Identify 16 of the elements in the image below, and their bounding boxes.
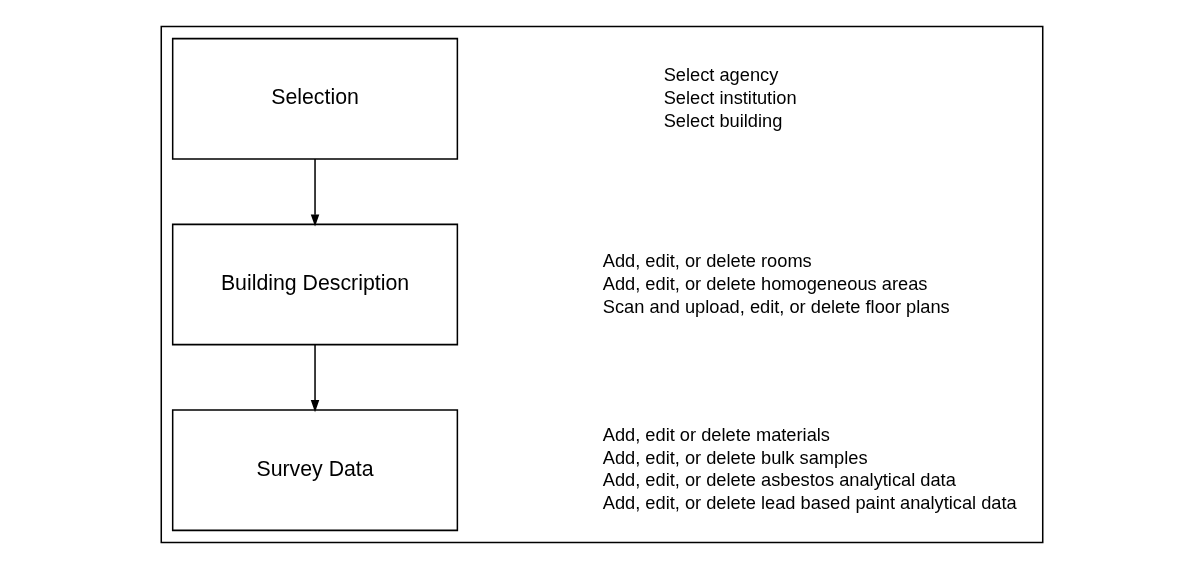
node-label: Add, edit, or delete bulk samples	[602, 446, 868, 468]
node-label: Add, edit or delete materials	[602, 423, 830, 445]
node-label: Select agency	[663, 64, 779, 86]
node-box: Building Description	[171, 223, 459, 346]
arrow	[310, 344, 320, 413]
node-label: Add, edit, or delete homogeneous areas	[602, 272, 928, 294]
node-box: Survey Data	[171, 409, 459, 532]
node-label: Add, edit, or delete asbestos analytical data	[602, 469, 956, 491]
node-label: Select building	[663, 110, 783, 132]
node-label: Add, edit, or delete lead based paint analytical data	[602, 492, 1017, 514]
arrow	[310, 158, 320, 227]
node-box: Selection	[171, 37, 459, 160]
node-label: Select institution	[663, 87, 797, 109]
cluster	[160, 25, 1044, 544]
node-label: Scan and upload, edit, or delete floor plans	[602, 295, 950, 317]
node-label: Add, edit, or delete rooms	[602, 250, 812, 272]
